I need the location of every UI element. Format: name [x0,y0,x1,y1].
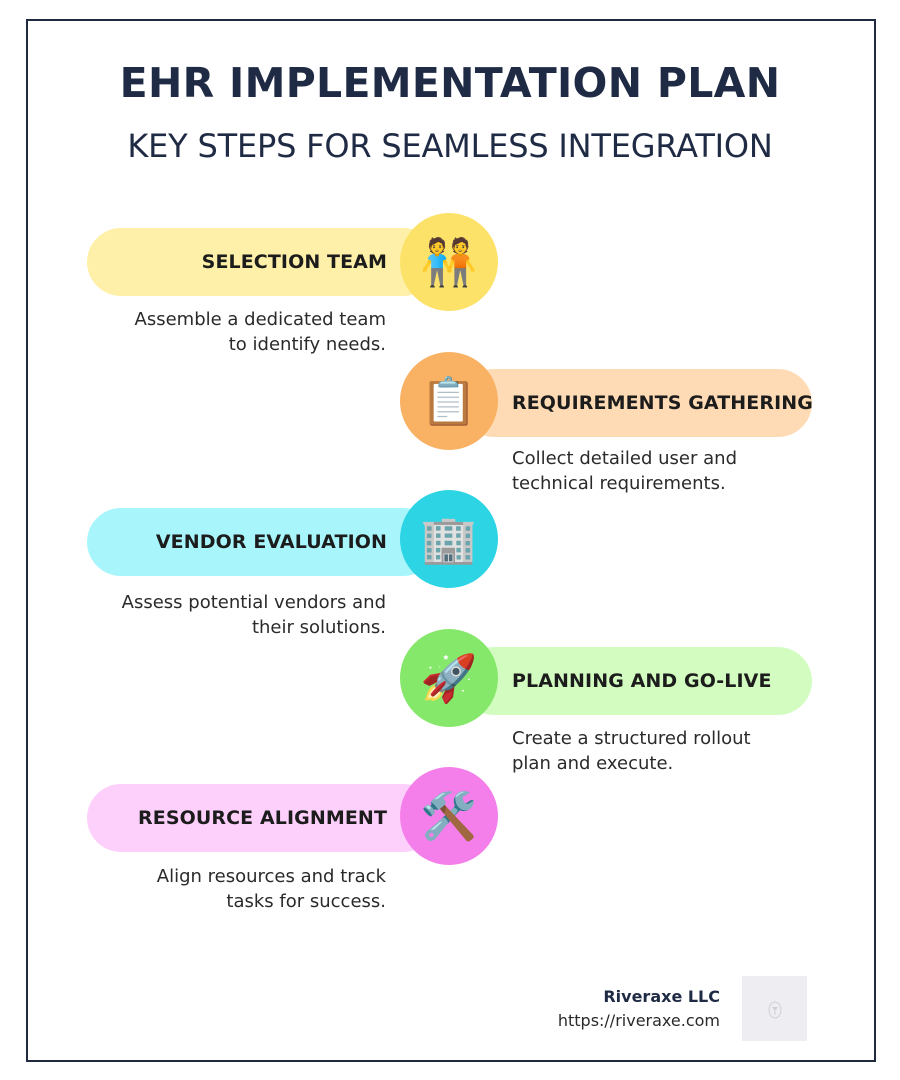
step-1-description: Assemble a dedicated team to identify ne… [86,307,386,357]
step-2-description-line-2: technical requirements. [512,473,726,494]
step-3-description: Assess potential vendors and their solut… [86,590,386,640]
step-4-description: Create a structured rollout plan and exe… [512,726,812,776]
step-4-description-line-2: plan and execute. [512,753,674,774]
step-5-label: RESOURCE ALIGNMENT [138,807,387,829]
step-5-icon-circle: 🛠️ [400,767,498,865]
footer-url-link[interactable]: https://riveraxe.com [557,1011,720,1030]
step-1-description-line-1: Assemble a dedicated team [134,309,386,330]
step-1-icon-circle: 🧑‍🤝‍🧑 [400,213,498,311]
step-5-pill: RESOURCE ALIGNMENT [87,784,437,852]
step-2-label: REQUIREMENTS GATHERING [512,392,813,414]
page-subtitle: KEY STEPS FOR SEAMLESS INTEGRATION [127,127,773,165]
step-2-pill: REQUIREMENTS GATHERING [460,369,813,437]
people-holding-hands-icon: 🧑‍🤝‍🧑 [420,235,478,289]
footer-company-name: Riveraxe LLC [603,987,720,1006]
step-4-label: PLANNING AND GO-LIVE [512,670,772,692]
step-3-description-line-1: Assess potential vendors and [121,592,386,613]
clipboard-icon: 📋 [420,374,478,428]
office-building-icon: 🏢 [420,512,478,566]
step-3-description-line-2: their solutions. [251,617,386,638]
step-5-description: Align resources and track tasks for succ… [86,864,386,914]
rocket-icon: 🚀 [420,651,478,705]
page-title: EHR IMPLEMENTATION PLAN [119,59,781,107]
step-4-icon-circle: 🚀 [400,629,498,727]
step-2-description-line-1: Collect detailed user and [512,448,737,469]
step-2-description: Collect detailed user and technical requ… [512,446,812,496]
logo-placeholder-icon [768,1001,781,1018]
step-1-label: SELECTION TEAM [201,251,387,273]
step-1-description-line-2: to identify needs. [228,334,386,355]
step-4-pill: PLANNING AND GO-LIVE [460,647,812,715]
step-1-pill: SELECTION TEAM [87,228,437,296]
step-5-description-line-1: Align resources and track [156,866,386,887]
step-3-icon-circle: 🏢 [400,490,498,588]
company-logo [742,976,807,1041]
hammer-and-wrench-icon: 🛠️ [420,789,478,843]
step-2-icon-circle: 📋 [400,352,498,450]
step-5-description-line-2: tasks for success. [226,891,386,912]
step-3-label: VENDOR EVALUATION [155,531,387,553]
step-4-description-line-1: Create a structured rollout [512,728,751,749]
step-3-pill: VENDOR EVALUATION [87,508,437,576]
